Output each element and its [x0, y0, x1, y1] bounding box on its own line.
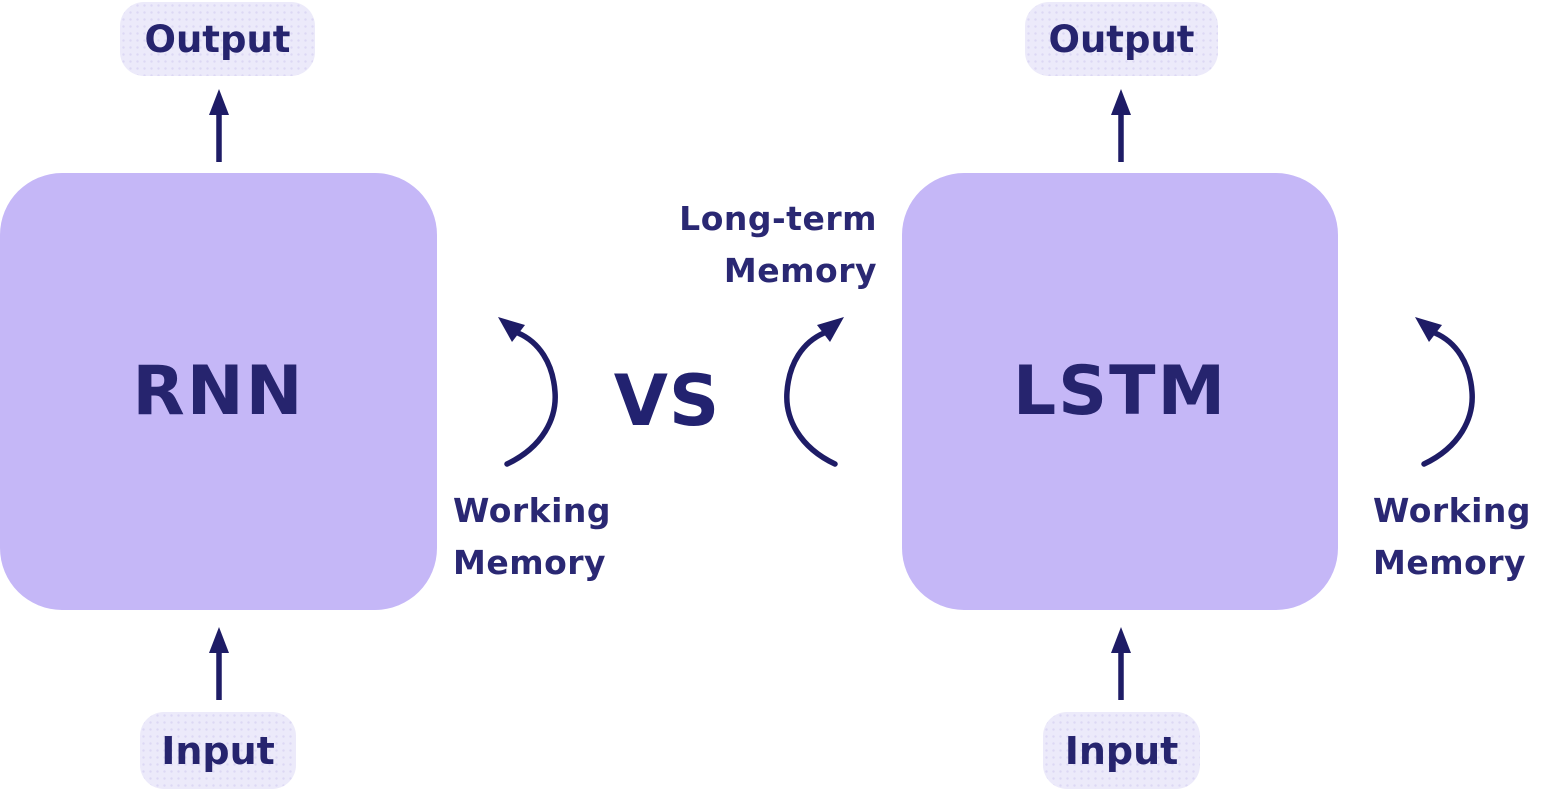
loop-arrow-icon [498, 317, 558, 467]
input-label-rnn: Input [161, 728, 275, 773]
long-term-memory-line1: Long-term [679, 199, 877, 238]
lstm-label: LSTM [1012, 352, 1228, 431]
up-arrow-icon [209, 627, 229, 700]
output-label-lstm: Output [1048, 17, 1195, 61]
long-term-memory-label: Long-term Memory [637, 193, 877, 297]
output-box-lstm: Output [1025, 2, 1218, 76]
working-memory-line2: Memory [453, 543, 607, 582]
output-box-rnn: Output [120, 2, 315, 76]
working-memory-label-rnn: Working Memory [453, 485, 611, 589]
input-box-lstm: Input [1043, 712, 1200, 789]
working-memory-label-lstm: Working Memory [1373, 485, 1531, 589]
rnn-label: RNN [132, 352, 305, 431]
working-memory-line2: Memory [1373, 543, 1527, 582]
rnn-panel: RNN [0, 173, 437, 610]
input-box-rnn: Input [140, 712, 296, 789]
working-memory-line1: Working [453, 491, 612, 530]
working-memory-line1: Working [1373, 491, 1532, 530]
input-label-lstm: Input [1064, 728, 1179, 773]
up-arrow-icon [209, 89, 229, 162]
up-arrow-icon [1111, 627, 1131, 700]
up-arrow-icon [1111, 89, 1131, 162]
loop-arrow-icon [1415, 317, 1475, 467]
loop-arrow-icon [784, 317, 844, 467]
long-term-memory-line2: Memory [723, 251, 877, 290]
output-label-rnn: Output [144, 17, 291, 61]
vs-label: VS [613, 360, 721, 442]
lstm-panel: LSTM [902, 173, 1338, 610]
